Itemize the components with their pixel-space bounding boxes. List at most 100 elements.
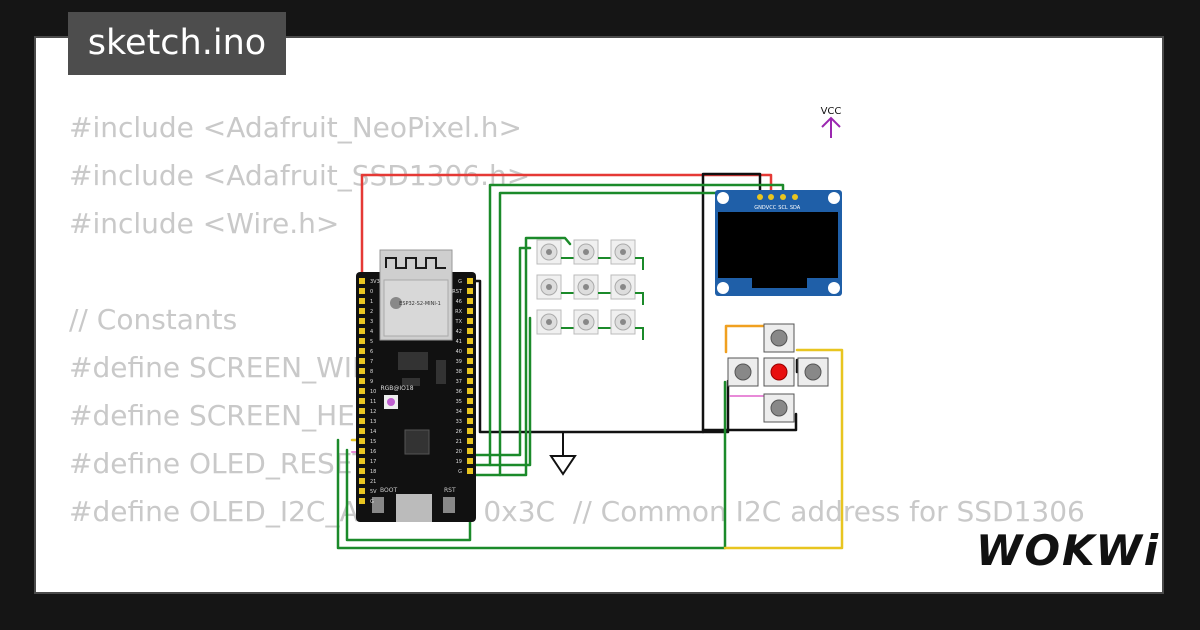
- pin-label: 19: [456, 459, 462, 465]
- neopixel[interactable]: [610, 309, 636, 335]
- button-center[interactable]: [763, 357, 795, 387]
- pin-label: 14: [370, 429, 376, 435]
- header-pin[interactable]: [467, 328, 473, 334]
- header-pin[interactable]: [467, 358, 473, 364]
- pin-label: 9: [370, 379, 373, 385]
- header-pin[interactable]: [467, 388, 473, 394]
- code-line: #include <Adafruit_NeoPixel.h>: [69, 111, 522, 144]
- header-pin[interactable]: [359, 368, 365, 374]
- header-pin[interactable]: [359, 328, 365, 334]
- header-pin[interactable]: [467, 368, 473, 374]
- code-line: #include <Wire.h>: [69, 207, 340, 240]
- neopixel[interactable]: [573, 309, 599, 335]
- pin-label: 36: [456, 389, 462, 395]
- header-pin[interactable]: [359, 428, 365, 434]
- neopixel[interactable]: [610, 239, 636, 265]
- pin-label: 10: [370, 389, 376, 395]
- pin-label: 12: [370, 409, 376, 415]
- oled-display[interactable]: GND VCC SCL SDA: [715, 190, 842, 296]
- pin-label: 5: [370, 339, 373, 345]
- pin-label: 46: [456, 299, 462, 305]
- oled-pin-gnd: GND: [754, 205, 766, 211]
- header-pin[interactable]: [467, 288, 473, 294]
- header-pin[interactable]: [467, 338, 473, 344]
- header-pin[interactable]: [467, 418, 473, 424]
- header-pin[interactable]: [359, 318, 365, 324]
- header-pin[interactable]: [359, 378, 365, 384]
- pin-label: 20: [456, 449, 462, 455]
- neopixel[interactable]: [573, 239, 599, 265]
- module-label: ESP32-S2-MINI-1: [399, 301, 441, 307]
- header-pin[interactable]: [359, 278, 365, 284]
- header-pin[interactable]: [467, 378, 473, 384]
- pin-label: 15: [370, 439, 376, 445]
- button-left[interactable]: [727, 357, 759, 387]
- neopixel-matrix[interactable]: [536, 239, 644, 340]
- header-pin[interactable]: [359, 348, 365, 354]
- header-pin[interactable]: [359, 338, 365, 344]
- pin-label: 21: [456, 439, 462, 445]
- header-pin[interactable]: [467, 308, 473, 314]
- header-pin[interactable]: [359, 448, 365, 454]
- code-line: #define OLED_RESET -1: [69, 447, 407, 480]
- pin-label: 16: [370, 449, 376, 455]
- code-line: // Define Location of pixels: [69, 584, 1085, 592]
- header-pin[interactable]: [359, 398, 365, 404]
- header-pin[interactable]: [359, 388, 365, 394]
- pin-label: 34: [456, 409, 462, 415]
- file-tab[interactable]: sketch.ino: [68, 12, 286, 75]
- esp32-s2-board[interactable]: ESP32-S2-MINI-1 RGB@IO18 BOOT RST 3V3012…: [356, 249, 476, 522]
- pin-label: 3V3: [370, 279, 380, 285]
- header-pin[interactable]: [359, 478, 365, 484]
- neopixel[interactable]: [610, 274, 636, 300]
- header-pin[interactable]: [467, 298, 473, 304]
- pin-label: 0: [370, 289, 373, 295]
- header-pin[interactable]: [467, 438, 473, 444]
- header-pin[interactable]: [359, 468, 365, 474]
- header-pin[interactable]: [359, 358, 365, 364]
- header-pin[interactable]: [467, 408, 473, 414]
- header-pin[interactable]: [359, 458, 365, 464]
- header-pin[interactable]: [467, 278, 473, 284]
- pin-label: 11: [370, 399, 376, 405]
- header-pin[interactable]: [359, 498, 365, 504]
- pin-label: 7: [370, 359, 373, 365]
- neopixel[interactable]: [536, 309, 562, 335]
- pin-label: TX: [455, 319, 463, 325]
- neopixel-row-wire: [635, 257, 644, 270]
- header-pin[interactable]: [467, 468, 473, 474]
- header-pin[interactable]: [467, 428, 473, 434]
- pin-label: 38: [456, 369, 462, 375]
- header-pin[interactable]: [467, 458, 473, 464]
- boot-label: BOOT: [380, 487, 397, 494]
- button-right[interactable]: [797, 357, 829, 387]
- header-pin[interactable]: [359, 288, 365, 294]
- header-pin[interactable]: [359, 488, 365, 494]
- rgb-led-label: RGB@IO18: [380, 385, 413, 392]
- header-pin[interactable]: [359, 298, 365, 304]
- neopixel[interactable]: [536, 274, 562, 300]
- header-pin[interactable]: [359, 438, 365, 444]
- pin-label: 35: [456, 399, 462, 405]
- vcc-symbol: VCC: [821, 106, 841, 138]
- neopixel[interactable]: [536, 239, 562, 265]
- code-line: // Constants: [69, 303, 238, 336]
- pin-label: 42: [456, 329, 462, 335]
- header-pin[interactable]: [467, 318, 473, 324]
- neopixel-row-wire: [635, 327, 644, 340]
- preview-card: #include <Adafruit_NeoPixel.h> #include <…: [34, 36, 1164, 594]
- neopixel[interactable]: [573, 274, 599, 300]
- pin-label: 40: [456, 349, 462, 355]
- pin-label: 17: [370, 459, 376, 465]
- header-pin[interactable]: [467, 398, 473, 404]
- button-up[interactable]: [763, 323, 795, 353]
- button-down[interactable]: [763, 393, 795, 423]
- header-pin[interactable]: [359, 408, 365, 414]
- header-pin[interactable]: [467, 448, 473, 454]
- pin-label: 2: [370, 309, 373, 315]
- header-pin[interactable]: [467, 348, 473, 354]
- pin-label: 39: [456, 359, 462, 365]
- header-pin[interactable]: [359, 308, 365, 314]
- header-pin[interactable]: [359, 418, 365, 424]
